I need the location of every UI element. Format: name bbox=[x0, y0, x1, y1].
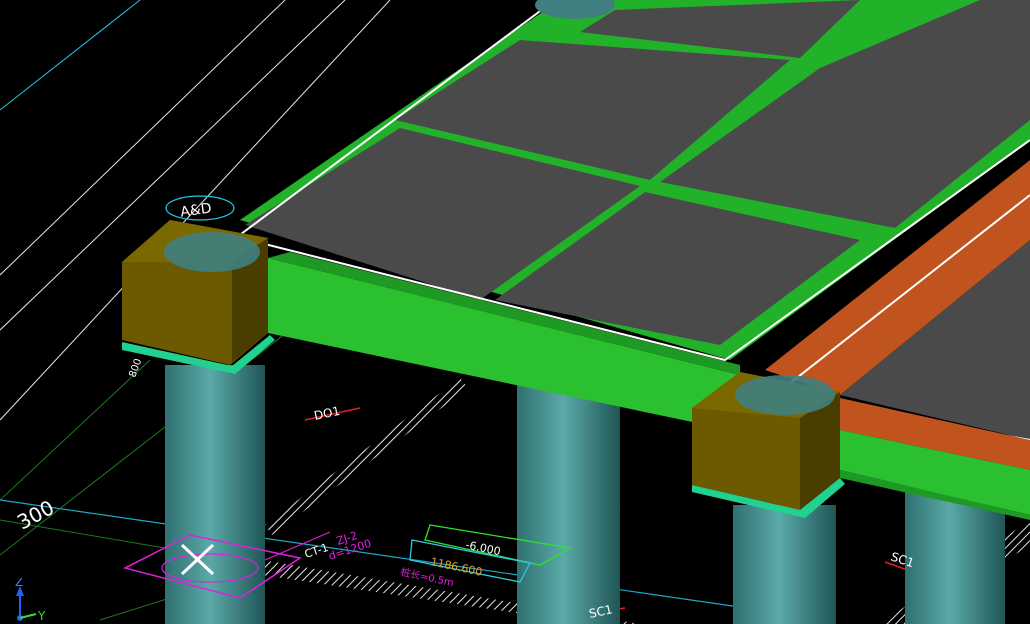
beam-label-sc1-b: SC1 bbox=[889, 550, 916, 571]
grid-bubble-label: A&D bbox=[179, 200, 212, 220]
ucs-z-label: Z bbox=[15, 578, 23, 589]
ucs-y-label: Y bbox=[37, 609, 46, 622]
ucs-axis-icon: Z Y bbox=[15, 578, 46, 622]
pile-left bbox=[165, 365, 265, 624]
beam-label-do1: DO1 bbox=[313, 404, 342, 423]
right-slab bbox=[765, 160, 1030, 520]
pile-middle bbox=[517, 380, 620, 624]
grid-bubble: A&D bbox=[165, 195, 235, 221]
axis-grid-lines bbox=[0, 0, 761, 621]
pile-tag-1: ZJ-2 bbox=[335, 529, 359, 548]
beam-label-sc1-a: SC1 bbox=[588, 602, 614, 621]
pile-symbol[interactable] bbox=[122, 531, 331, 599]
pile-cap-left bbox=[122, 220, 275, 374]
pile-caps bbox=[122, 0, 845, 518]
level-tags bbox=[409, 524, 572, 583]
pile-right bbox=[733, 505, 836, 624]
pile-cap-right bbox=[692, 372, 845, 518]
floor-slab[interactable] bbox=[236, 0, 1030, 432]
level-tag-1: -6.000 bbox=[464, 538, 501, 558]
